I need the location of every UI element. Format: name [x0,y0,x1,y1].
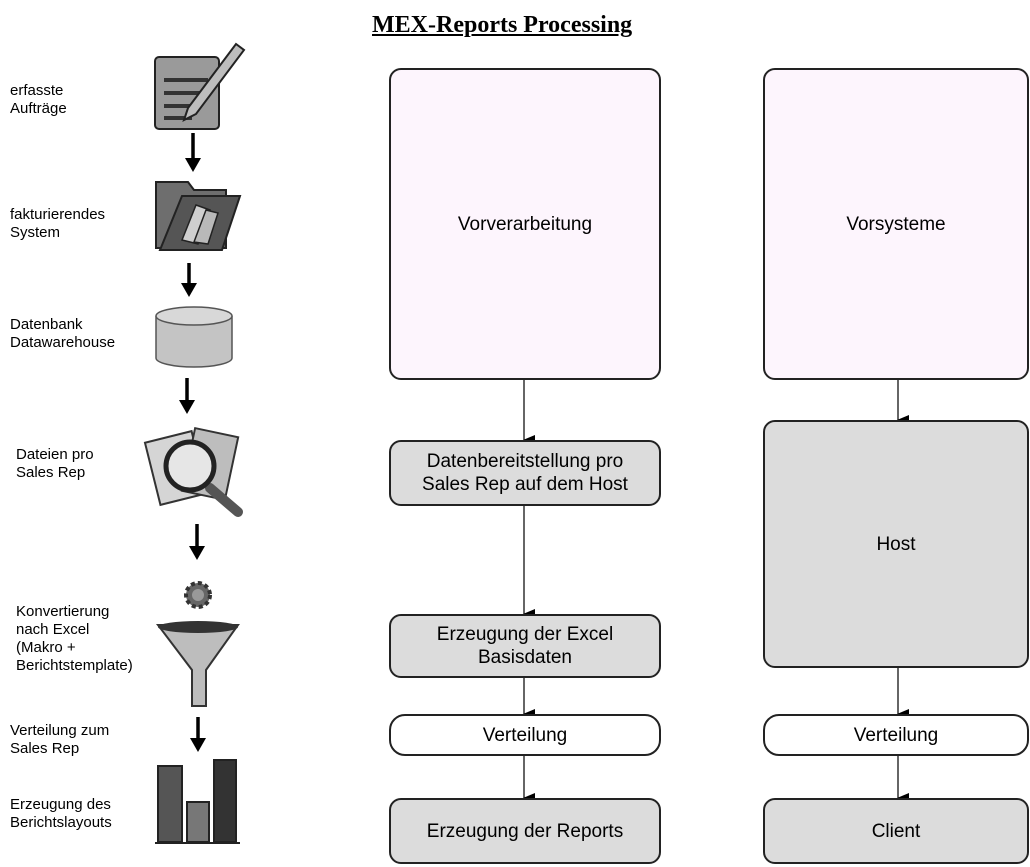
magnifier-documents-icon [143,426,243,517]
left-arrowhead [179,400,195,414]
left-arrowhead [185,158,201,172]
step-label-berichtslayouts: Erzeugung des Berichtslayouts [10,796,112,831]
step-label-erfasste-auftraege: erfasste Aufträge [10,82,67,117]
left-arrowhead [190,738,206,752]
box-label: Vorverarbeitung [457,213,593,235]
gear-funnel-icon [155,581,240,707]
left-arrowhead [181,283,197,297]
box-label: Datenbereitstellung pro Sales Rep auf de… [422,451,628,495]
box-erzeugung-excel-basisdaten: Erzeugung der Excel Basisdaten [389,614,661,678]
box-label: Erzeugung der Reports [426,820,624,842]
box-vorsysteme: Vorsysteme [763,68,1029,380]
box-client: Client [763,798,1029,864]
left-flow-arrows [179,133,206,752]
box-vorverarbeitung: Vorverarbeitung [389,68,661,380]
diagram-title: MEX-Reports Processing [372,12,633,38]
bar-chart-icon [155,759,240,844]
box-erzeugung-reports: Erzeugung der Reports [389,798,661,864]
left-arrowhead [189,546,205,560]
database-cylinder-icon [155,306,233,368]
box-host: Host [763,420,1029,668]
box-label: Verteilung [853,724,939,746]
box-verteilung-middle: Verteilung [389,714,661,756]
step-label-verteilung-zum-sales-rep: Verteilung zum Sales Rep [10,722,110,757]
box-datenbereitstellung: Datenbereitstellung pro Sales Rep auf de… [389,440,661,506]
step-label-fakturierendes-system: fakturierendes System [10,206,106,241]
step-label-konvertierung: Konvertierung nach Excel (Makro + Berich… [16,603,133,674]
box-label: Erzeugung der Excel Basisdaten [436,624,614,668]
box-label: Host [876,533,916,555]
pencil-document-icon [154,42,246,130]
box-label: Verteilung [482,724,568,746]
step-label-dateien-pro-sales-rep: Dateien pro Sales Rep [16,446,94,481]
box-verteilung-right: Verteilung [763,714,1029,756]
open-folder-icon [155,181,242,251]
step-label-datenbank: Datenbank Datawarehouse [10,316,116,351]
box-label: Vorsysteme [846,213,946,235]
box-label: Client [871,820,921,842]
